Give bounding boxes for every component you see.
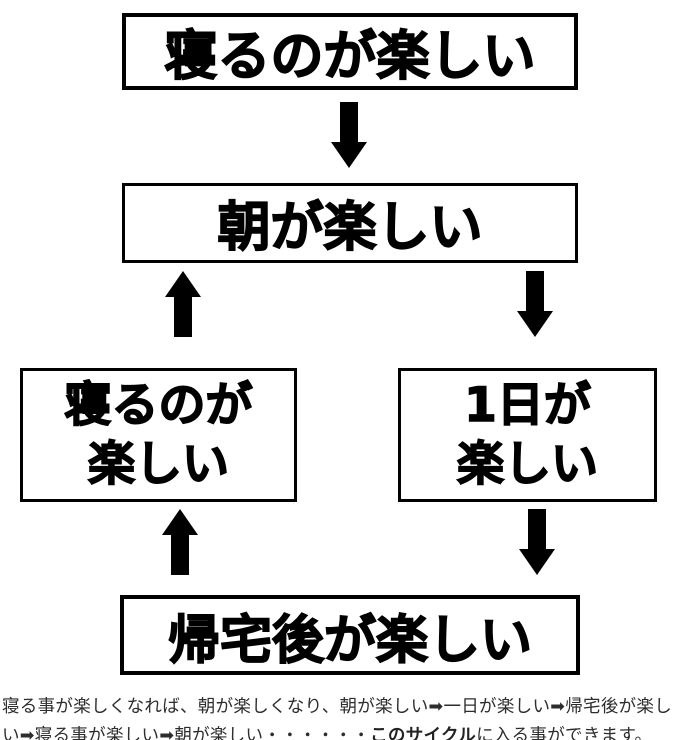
node-label-line1: 1日が [463, 377, 591, 434]
node-sleeping-is-fun-top: 寝るのが楽しい [122, 13, 578, 90]
node-sleeping-is-fun-left: 寝るのが 楽しい [20, 368, 297, 502]
down-arrow-icon [517, 509, 557, 575]
down-arrow-icon [329, 102, 369, 168]
node-label-line2: 楽しい [456, 436, 599, 493]
node-morning-is-fun: 朝が楽しい [122, 183, 578, 263]
down-arrow-icon [515, 271, 555, 337]
node-day-is-fun: 1日が 楽しい [398, 368, 657, 502]
up-arrow-icon [160, 509, 200, 575]
caption-segment-after: に入る事ができます。 [476, 725, 653, 740]
node-label: 寝るのが楽しい [164, 25, 537, 88]
node-after-coming-home-is-fun: 帰宅後が楽しい [120, 595, 580, 675]
node-label-line1: 寝るのが [64, 377, 254, 434]
node-label-line2: 楽しい [87, 436, 230, 493]
up-arrow-icon [163, 271, 203, 337]
node-label: 朝が楽しい [217, 196, 484, 259]
caption-segment-before: 寝る事が楽しくなれば、朝が楽しくなり、朝が楽しい➡一日が楽しい➡帰宅後が楽しい➡… [2, 696, 673, 740]
cycle-description-text: 寝る事が楽しくなれば、朝が楽しくなり、朝が楽しい➡一日が楽しい➡帰宅後が楽しい➡… [2, 693, 680, 740]
node-label: 帰宅後が楽しい [167, 610, 533, 672]
caption-segment-bold: このサイクル [370, 725, 477, 740]
